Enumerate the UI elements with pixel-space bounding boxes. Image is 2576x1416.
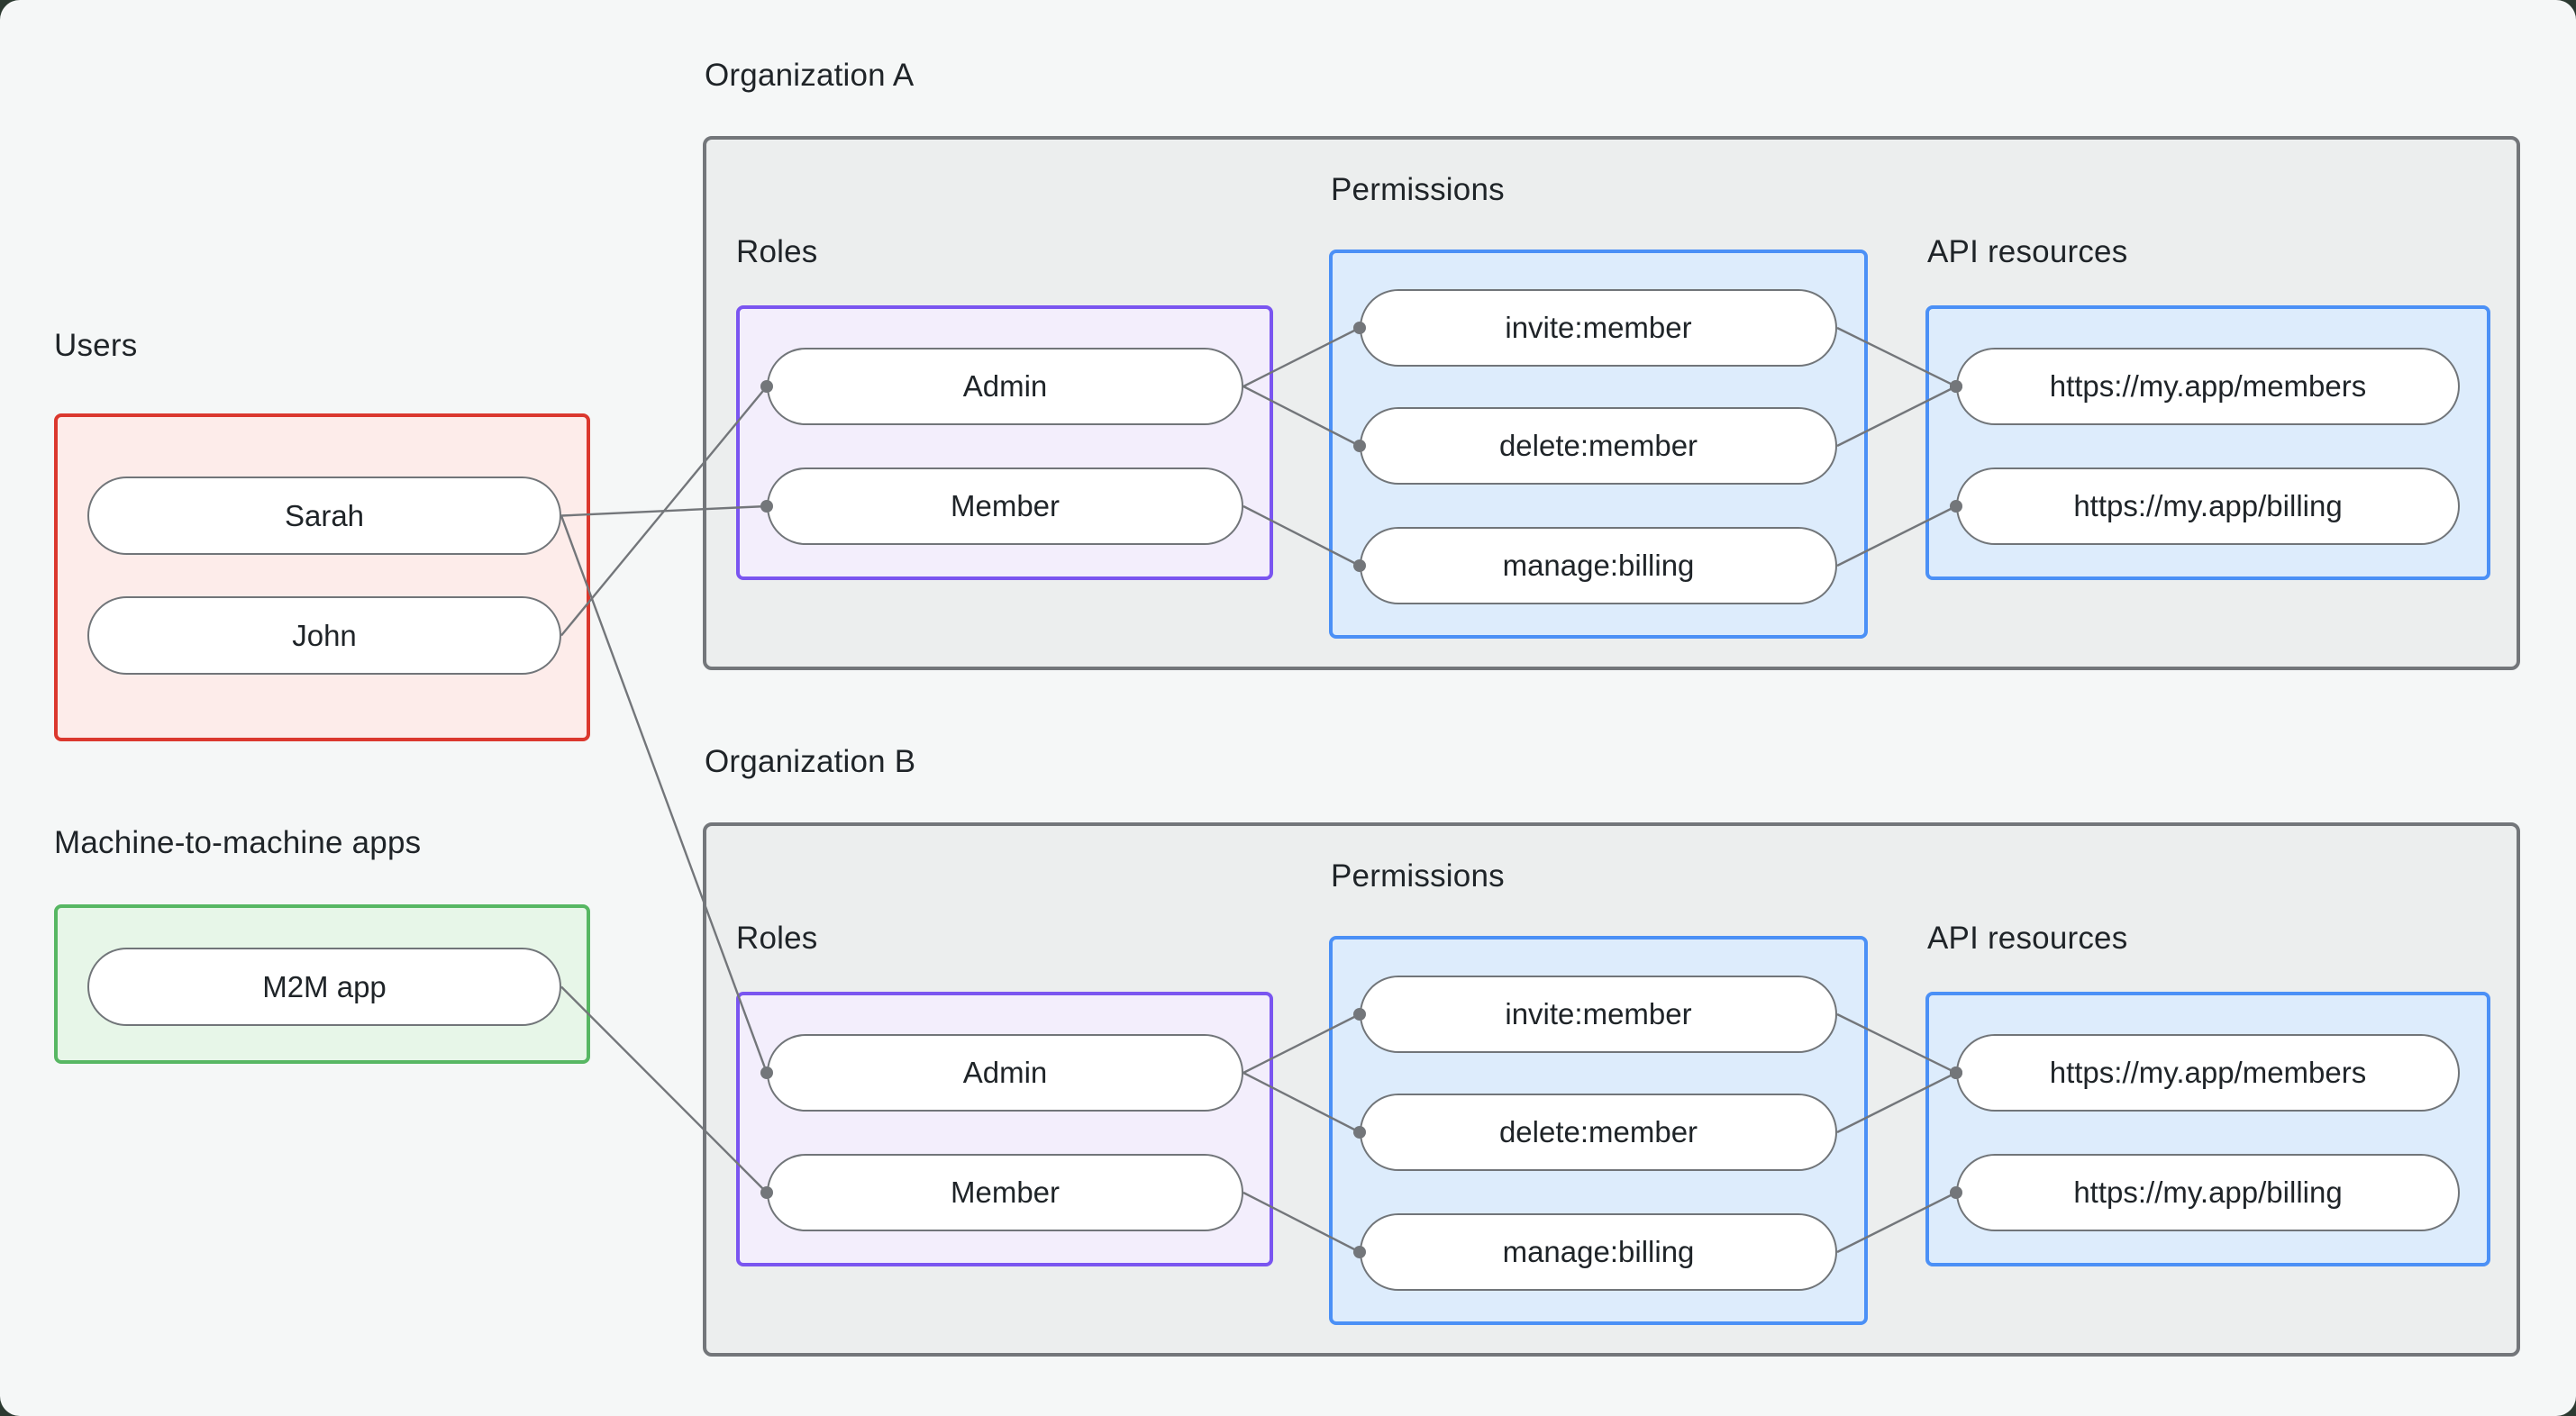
org-b-roles-label: Roles: [736, 921, 818, 956]
org-a-permissions-label: Permissions: [1331, 172, 1505, 207]
m2m-app-node: M2M app: [87, 948, 561, 1026]
org-b-permission-delete-member: delete:member: [1360, 1094, 1837, 1171]
org-a-role-admin: Admin: [767, 348, 1243, 425]
org-a-resource-members: https://my.app/members: [1956, 348, 2460, 425]
org-a-permission-manage-billing: manage:billing: [1360, 527, 1837, 604]
user-node-sarah: Sarah: [87, 477, 561, 555]
user-node-john: John: [87, 596, 561, 675]
org-b-title: Organization B: [705, 744, 916, 779]
org-a-api-label: API resources: [1927, 234, 2128, 269]
org-a-resource-billing: https://my.app/billing: [1956, 467, 2460, 545]
org-b-resource-billing: https://my.app/billing: [1956, 1154, 2460, 1231]
org-a-roles-label: Roles: [736, 234, 818, 269]
users-group-box: [54, 413, 590, 741]
users-group-label: Users: [54, 328, 138, 363]
org-b-permission-invite-member: invite:member: [1360, 976, 1837, 1053]
org-a-role-member: Member: [767, 467, 1243, 545]
org-a-title: Organization A: [705, 58, 915, 93]
org-a-permission-invite-member: invite:member: [1360, 289, 1837, 367]
org-b-api-label: API resources: [1927, 921, 2128, 956]
m2m-group-label: Machine-to-machine apps: [54, 825, 422, 860]
org-b-role-member: Member: [767, 1154, 1243, 1231]
org-b-role-admin: Admin: [767, 1034, 1243, 1112]
org-b-permission-manage-billing: manage:billing: [1360, 1213, 1837, 1291]
org-a-permission-delete-member: delete:member: [1360, 407, 1837, 485]
org-b-resource-members: https://my.app/members: [1956, 1034, 2460, 1112]
org-b-permissions-label: Permissions: [1331, 858, 1505, 894]
